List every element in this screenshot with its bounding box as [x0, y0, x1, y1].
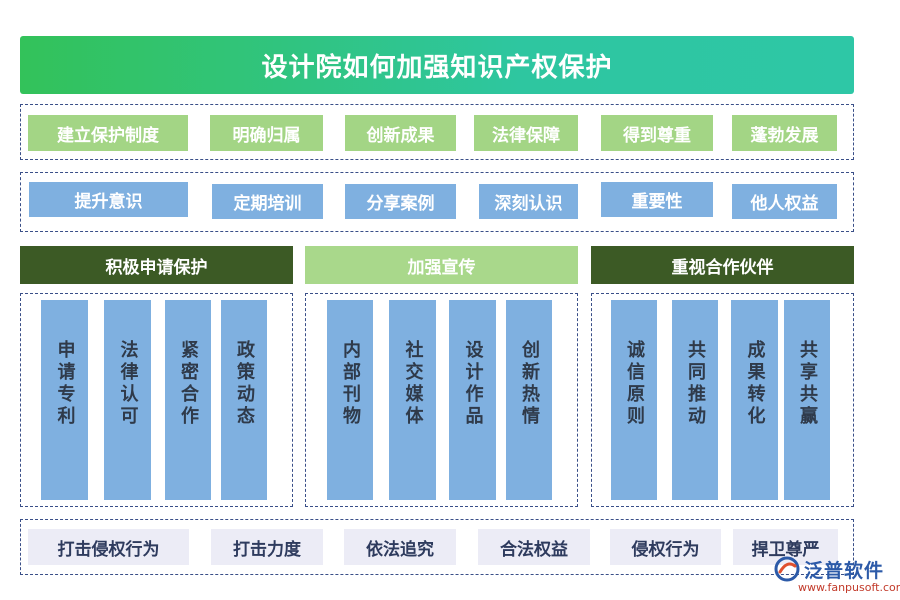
column-label: 紧密合作: [178, 340, 199, 428]
row1-item: 创新成果: [345, 115, 456, 151]
column-item: 申请专利: [41, 300, 88, 500]
column-label: 共享共赢: [797, 340, 818, 428]
column-label: 政策动态: [234, 340, 255, 428]
column-item: 创新热情: [506, 300, 552, 500]
column-item: 社交媒体: [389, 300, 436, 500]
column-label: 成果转化: [744, 340, 766, 428]
brand-logo-icon: [774, 556, 800, 582]
row1-item: 得到尊重: [601, 115, 713, 151]
brand-name: 泛普软件: [804, 560, 885, 582]
bottom-row-box: [20, 519, 854, 575]
column-item: 政策动态: [221, 300, 267, 500]
column-item: 法律认可: [104, 300, 151, 500]
section-header-partners: 重视合作伙伴: [591, 246, 854, 284]
row2-item: 提升意识: [29, 182, 188, 217]
column-label: 设计作品: [462, 340, 484, 428]
column-item: 紧密合作: [165, 300, 211, 500]
section-box-partners: [591, 293, 854, 507]
row2-item: 他人权益: [732, 184, 837, 219]
column-label: 法律认可: [117, 340, 139, 428]
column-label: 内部刊物: [340, 340, 361, 428]
row2-item: 深刻认识: [479, 184, 578, 219]
row2-box: [20, 172, 854, 232]
column-label: 创新热情: [519, 340, 540, 428]
bottom-row-item: 侵权行为: [610, 529, 721, 565]
column-item: 诚信原则: [611, 300, 657, 500]
bottom-row-item: 依法追究: [344, 529, 456, 565]
section-box-apply: [20, 293, 293, 507]
bottom-row-item: 打击侵权行为: [28, 529, 189, 565]
row2-item: 重要性: [601, 182, 713, 217]
column-item: 共享共赢: [784, 300, 830, 500]
section-header-promote: 加强宣传: [305, 246, 578, 284]
column-item: 设计作品: [449, 300, 496, 500]
column-label: 共同推动: [685, 340, 706, 428]
row1-item: 法律保障: [474, 115, 578, 151]
column-item: 共同推动: [672, 300, 718, 500]
row1-box: [20, 104, 854, 160]
section-box-promote: [305, 293, 578, 507]
row1-item: 明确归属: [210, 115, 323, 151]
row2-item: 分享案例: [345, 184, 456, 219]
column-label: 诚信原则: [624, 340, 645, 428]
bottom-row-item: 打击力度: [211, 529, 323, 565]
row1-item: 建立保护制度: [28, 115, 188, 151]
bottom-row-item: 合法权益: [478, 529, 590, 565]
column-label: 社交媒体: [402, 340, 424, 428]
section-header-apply: 积极申请保护: [20, 246, 293, 284]
column-label: 申请专利: [54, 340, 76, 428]
row2-item: 定期培训: [212, 184, 323, 219]
column-item: 成果转化: [731, 300, 778, 500]
column-item: 内部刊物: [327, 300, 373, 500]
row1-item: 蓬勃发展: [732, 115, 837, 151]
page-title: 设计院如何加强知识产权保护: [20, 36, 854, 94]
brand-logo: 泛普软件 www.fanpusoft.com: [768, 554, 900, 598]
brand-url: www.fanpusoft.com: [798, 581, 900, 594]
